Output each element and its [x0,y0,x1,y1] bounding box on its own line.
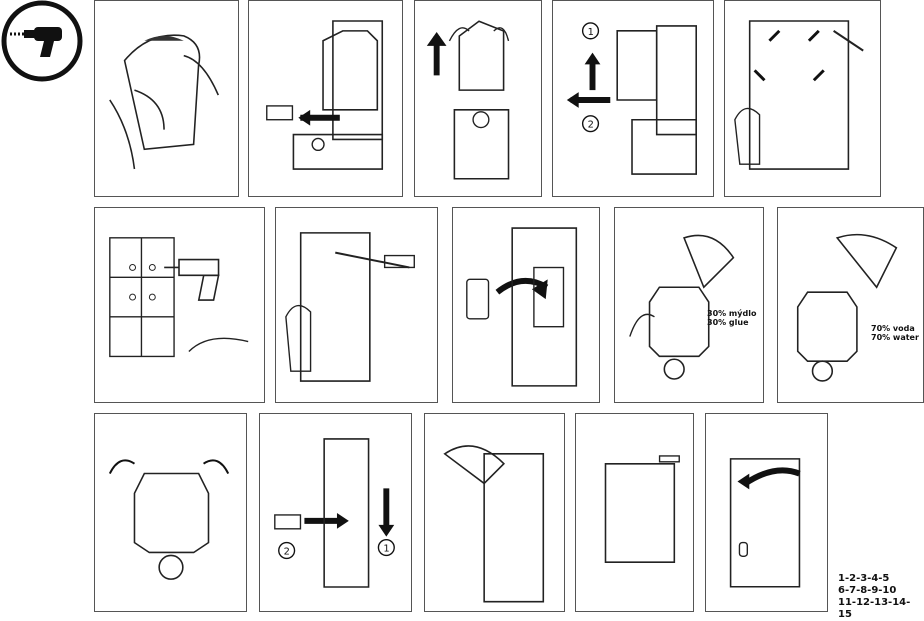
step-13-panel [424,413,565,612]
screw-back-plate-illustration [285,232,415,382]
step-10-panel: 70% voda 70% water [777,207,924,403]
step-8-panel [452,207,600,403]
step-12-panel: 2 1 [259,413,412,612]
svg-text:1: 1 [383,543,389,554]
step-marker-1 [377,538,395,557]
soap-ratio-label-en: 30% glue [707,318,749,327]
step-2-panel [248,0,403,197]
drill-wall-illustration [109,237,249,358]
step-5-panel [724,0,881,197]
mark-screw-holes-illustration [734,20,864,170]
step-sequence-key: 1-2-3-4-5 6-7-8-9-10 11-12-13-14-15 [838,573,924,621]
step-1-panel [94,0,239,197]
replace-container-illustration: 2 1 [274,438,395,588]
step-11-panel [94,413,247,612]
sequence-row-2: 6-7-8-9-10 [838,585,897,596]
step-15-panel [705,413,828,612]
step-6-panel [94,207,265,403]
svg-text:1: 1 [588,27,594,38]
step-marker-1 [581,22,600,40]
remove-key-illustration [266,20,384,170]
sequence-row-3: 11-12-13-14-15 [838,597,911,620]
step-9-panel: 30% mýdlo 30% glue [614,207,764,403]
water-ratio-label-en: 70% water [871,333,919,342]
step-4-panel: 1 2 [552,0,714,197]
water-ratio-label-cz: 70% voda [871,324,915,333]
step-3-panel [414,0,542,197]
step-marker-2 [581,115,600,133]
close-lid-illustration [729,458,801,588]
lift-cover-illustration [426,20,510,180]
sequence-row-1: 1-2-3-4-5 [838,573,890,584]
pour-water-illustration [796,233,898,382]
insert-key-illustration [604,455,680,563]
hands-open-cover-illustration [109,34,220,170]
soap-ratio-label-cz: 30% mýdlo [707,309,757,318]
step-7-panel [275,207,438,403]
power-drill-icon [1,0,83,82]
step-14-panel [575,413,694,612]
svg-text:2: 2 [588,120,594,131]
separate-back-plate-illustration: 1 2 [566,22,697,175]
tool-badge [0,0,86,86]
step-marker-2 [278,541,296,560]
insert-batteries-illustration [466,227,578,387]
fit-container-illustration [443,445,545,603]
svg-text:2: 2 [284,546,290,557]
shake-container-illustration [108,459,230,580]
pour-soap-illustration [629,234,735,380]
